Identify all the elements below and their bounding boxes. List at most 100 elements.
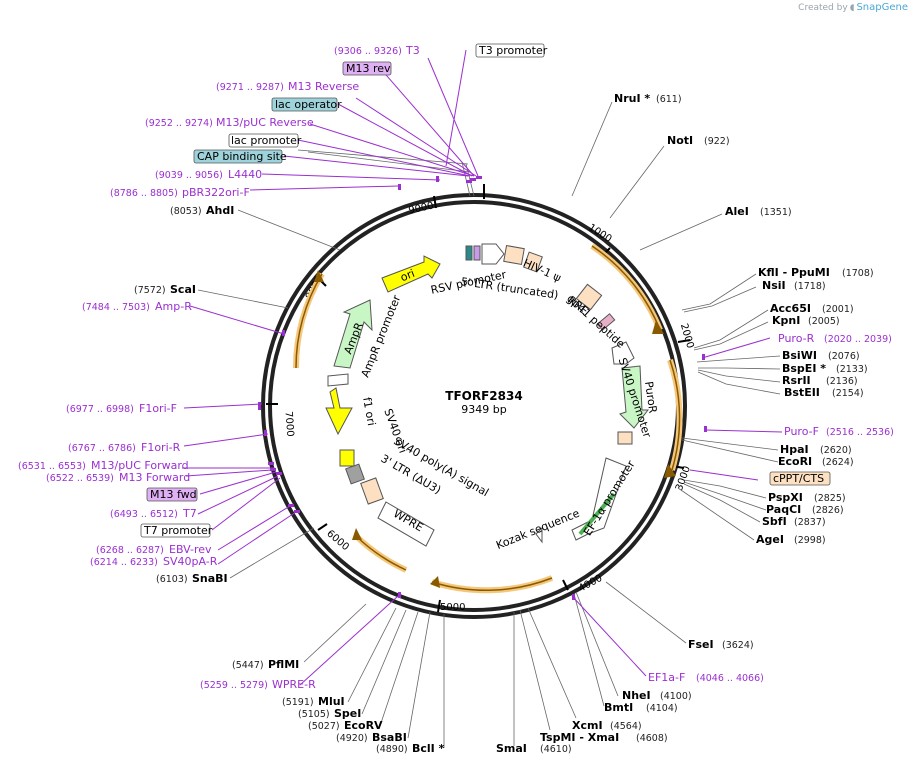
enzyme-name[interactable]: AhdI [206,204,234,217]
primer-name[interactable]: Puro-F [784,425,819,438]
primer-name[interactable]: M13/pUC Reverse [216,116,314,129]
enzyme-pos: (2005) [808,316,840,327]
enzyme-name[interactable]: PspXI [768,491,803,504]
enzyme-name[interactable]: NruI * [614,92,650,105]
enzyme-name[interactable]: SnaBI [192,572,228,585]
enzyme-name[interactable]: HpaI [780,443,809,456]
ltr3-glyph [360,477,384,505]
enzyme-pos: (4890) [376,744,408,755]
plasmid-size: 9349 bp [461,403,506,416]
enzyme-name[interactable]: SbfI [762,515,787,528]
enzyme-name[interactable]: AleI [725,205,749,218]
orf-arrowheads [314,270,676,588]
enzyme-name[interactable]: BclI * [412,742,445,755]
enzyme-name[interactable]: KpnI [772,314,800,327]
gp41-glyph [596,313,616,331]
ltr5-label: 5' LTR (truncated) [460,275,559,302]
enzyme-name[interactable]: RsrII [782,374,811,387]
enzymes-left: (8053) AhdI (7572) ScaI (6103) SnaBI (54… [134,204,445,755]
m13-rev-box[interactable]: M13 rev [346,62,391,75]
primer-pos: (2516 .. 2536) [826,427,894,438]
enzyme-name[interactable]: KflI - PpuMI [758,266,830,279]
enzyme-name[interactable]: NotI [667,134,693,147]
primer-name[interactable]: T7 [182,507,197,520]
primer-pos: (6767 .. 6786) [68,443,136,454]
enzyme-pos: (2826) [812,505,844,516]
primer-name[interactable]: Amp-R [155,300,192,313]
m13-fwd-box[interactable]: M13 fwd [150,488,197,501]
cap-binding-site-box[interactable]: CAP binding site [197,150,287,163]
cppt-cts-box[interactable]: cPPT/CTS [773,472,824,485]
t7-promoter-box[interactable]: T7 promoter [143,524,213,537]
primer-name[interactable]: EBV-rev [169,543,212,556]
kozak-marker [535,526,543,544]
primer-name[interactable]: Puro-R [778,332,815,345]
enzyme-name[interactable]: BstEII [784,386,820,399]
kozak-label: Kozak sequence [494,507,581,552]
enzyme-name[interactable]: EcoRV [344,719,383,732]
primers: (9306 .. 9326) T3 (9271 .. 9287) M13 Rev… [18,44,894,691]
enzyme-pos: (5027) [308,721,340,732]
enzyme-name[interactable]: AgeI [756,533,784,546]
enzyme-name[interactable]: BsiWI [782,349,817,362]
primer-name[interactable]: L4440 [228,168,262,181]
enzyme-name[interactable]: PaqCI [766,503,801,516]
primer-name[interactable]: F1ori-R [141,441,181,454]
enzyme-name[interactable]: BmtI [604,701,633,714]
enzyme-pos: (922) [704,136,730,147]
ori-label: ori [398,267,416,284]
enzyme-name[interactable]: TspMI - XmaI [540,731,619,744]
tick-9000: 9000 [408,201,435,217]
enzyme-name[interactable]: MluI [318,695,345,708]
lac-promoter-box[interactable]: lac promoter [231,134,302,147]
enzyme-name[interactable]: FseI [688,638,714,651]
enzyme-name[interactable]: SpeI [334,707,361,720]
enzyme-name[interactable]: BsaBI [372,731,407,744]
primer-name[interactable]: SV40pA-R [163,555,218,568]
primer-pos: (6214 .. 6233) [90,557,158,568]
enzyme-pos: (4100) [660,691,692,702]
enzyme-pos: (3624) [722,640,754,651]
ampr-promoter-arrow [327,373,349,387]
primer-pos: (6493 .. 6512) [110,509,178,520]
right-leaders [513,101,781,746]
primer-name[interactable]: M13 Reverse [288,80,359,93]
enzyme-name[interactable]: NsiI [762,279,786,292]
primer-pos: (6268 .. 6287) [96,545,164,556]
enzyme-name[interactable]: XcmI [572,719,603,732]
primer-name[interactable]: T3 [405,44,420,57]
primer-name[interactable]: EF1a-F [648,671,685,684]
primer-name[interactable]: M13 Forward [119,471,190,484]
primer-pos: (9306 .. 9326) [334,46,402,57]
tick-5000: 5000 [440,602,465,613]
primer-pos: (2020 .. 2039) [824,334,892,345]
primer-pos: (9271 .. 9287) [216,82,284,93]
primer-name[interactable]: F1ori-F [139,402,177,415]
primer-pos: (7484 .. 7503) [82,302,150,313]
enzyme-name[interactable]: Acc65I [770,302,811,315]
primer-name[interactable]: WPRE-R [272,678,316,691]
brand-name: SnapGene [856,2,908,13]
enzyme-pos: (6103) [156,574,188,585]
enzyme-pos: (2624) [822,457,854,468]
enzyme-name[interactable]: NheI [622,689,651,702]
lac-operator-box[interactable]: lac operator [275,98,342,111]
rsv-promoter-arrow [481,243,505,265]
puror-label: PuroR [642,380,659,414]
enzyme-name[interactable]: ScaI [170,283,196,296]
primer-name[interactable]: pBR322ori-F [182,186,250,199]
primer-pos: (4046 .. 4066) [696,673,764,684]
wpre-glyph [377,501,435,547]
enzyme-name[interactable]: SmaI [496,742,527,755]
primer-name[interactable]: M13/pUC Forward [91,459,189,472]
t3-promoter-box[interactable]: T3 promoter [478,44,548,57]
primer-pos: (6522 .. 6539) [46,473,114,484]
enzyme-name[interactable]: BspEI * [782,362,826,375]
enzyme-pos: (1351) [760,207,792,218]
enzyme-name[interactable]: PflMI [268,658,299,671]
ltr5-glyph [503,244,525,266]
primer-pos: (9252 .. 9274) [145,118,213,129]
enzyme-name[interactable]: EcoRI [778,455,812,468]
enzyme-pos: (2001) [822,304,854,315]
